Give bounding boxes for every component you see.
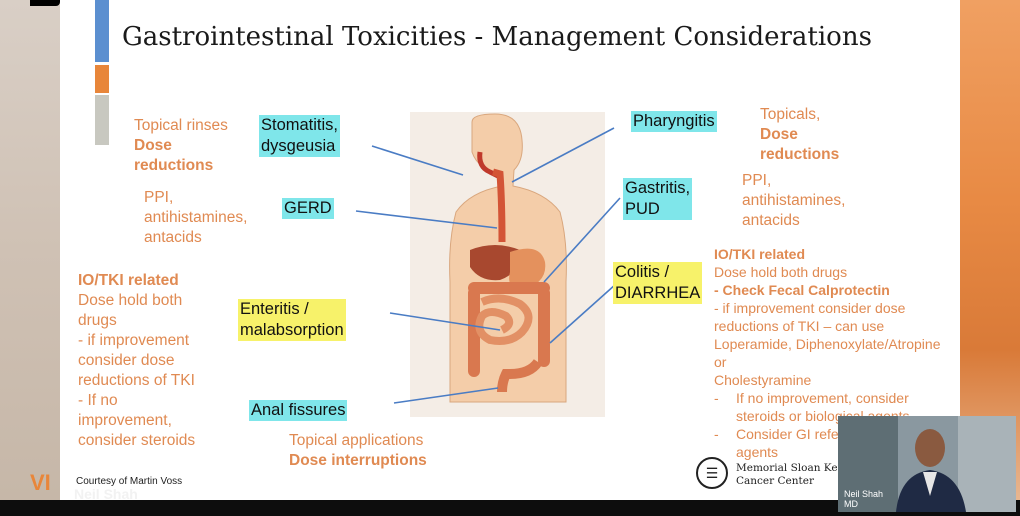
screen-share-presenter-label: Neil Shah — [74, 486, 138, 502]
ppi-right-text: PPI, antihistamines, antacids — [742, 171, 845, 231]
label-colitis-line1: Colitis / — [615, 263, 670, 281]
io-left-heading: IO/TKI related — [78, 272, 179, 289]
label-enteritis: Enteritis / malabsorption — [238, 299, 346, 341]
io-left-line: - if improvement — [78, 332, 190, 349]
label-gastritis-line2: PUD — [625, 200, 660, 218]
io-left-line: Dose hold both — [78, 292, 183, 309]
io-right-line: Loperamide, Diphenoxylate/Atropine — [714, 336, 941, 352]
io-right-heading: IO/TKI related — [714, 246, 806, 262]
io-right-check-line: - Check Fecal Calprotectin — [714, 282, 890, 298]
topical-applications-line: Topical applications — [289, 432, 424, 449]
io-left-line: improvement, — [78, 412, 172, 429]
label-gastritis: Gastritis, PUD — [623, 178, 693, 220]
topical-applications-text: Topical applications Dose interruptions — [289, 431, 427, 471]
ppi-left-line3: antacids — [144, 229, 202, 246]
label-colitis: Colitis / DIARRHEA — [613, 262, 703, 304]
bottom-bar — [0, 500, 1020, 516]
io-left-line: - If no — [78, 392, 118, 409]
accent-bar-blue — [95, 0, 109, 62]
label-enteritis-line2: malabsorption — [240, 321, 344, 339]
courtesy-footer: Courtesy of Martin Voss — [76, 476, 183, 487]
label-stomatitis-line1: Stomatitis, — [261, 116, 339, 134]
slide-title: Gastrointestinal Toxicities - Management… — [122, 22, 872, 52]
ppi-left-line2: antihistamines, — [144, 209, 248, 226]
topicals-text: Topicals, Dose reductions — [760, 105, 839, 165]
window-corner — [30, 0, 60, 6]
label-gerd: GERD — [282, 198, 334, 219]
ppi-left-line1: PPI, — [144, 189, 174, 206]
gi-anatomy-illustration — [410, 112, 605, 417]
topicals-line: Topicals, — [760, 106, 821, 123]
bullet-text: agents — [736, 444, 779, 460]
io-right-bullet: - If no improvement, consider — [714, 389, 940, 407]
background-left — [0, 0, 60, 500]
ppi-left-text: PPI, antihistamines, antacids — [144, 188, 247, 248]
connector-lines — [355, 127, 621, 404]
io-right-line: reductions of TKI – can use — [714, 318, 885, 334]
accent-bar-gray — [95, 95, 109, 145]
bullet-dash — [714, 407, 736, 425]
dose-interruptions-line: Dose interruptions — [289, 452, 427, 469]
dose-reductions-line2: reductions — [134, 157, 214, 174]
io-right-line: or — [714, 354, 727, 370]
video-participant-name: Neil Shah MD — [844, 489, 883, 509]
io-right-line: Cholestyramine — [714, 372, 812, 388]
label-stomatitis-line2: dysgeusia — [261, 137, 336, 155]
io-right-bullet: agents — [714, 443, 940, 461]
io-tki-left-text: IO/TKI related Dose hold both drugs - if… — [78, 271, 195, 451]
accent-bar-orange — [95, 65, 109, 93]
label-pharyngitis: Pharyngitis — [631, 111, 717, 132]
io-left-line: consider steroids — [78, 432, 196, 449]
video-sub-line: MD — [844, 499, 858, 509]
brand-mark: VI — [30, 470, 51, 495]
msk-logo-icon: ☰ — [696, 457, 728, 489]
bullet-dash: - — [714, 390, 719, 406]
dose-reductions2-line2: reductions — [760, 146, 840, 163]
io-left-line: consider dose — [78, 352, 175, 369]
topical-rinses-line: Topical rinses — [134, 117, 228, 134]
topical-rinses-text: Topical rinses Dose reductions — [134, 116, 228, 176]
ppi-right-line2: antihistamines, — [742, 192, 846, 209]
label-anal-fissures: Anal fissures — [249, 400, 348, 421]
dose-reductions-line1: Dose — [134, 137, 172, 154]
bullet-dash: - — [714, 426, 719, 442]
label-enteritis-line1: Enteritis / — [240, 300, 309, 318]
bullet-text: If no improvement, consider — [736, 390, 909, 406]
presenter-video-tile[interactable]: Neil Shah MD — [838, 416, 1016, 512]
io-left-line: drugs — [78, 312, 117, 329]
ppi-right-line3: antacids — [742, 212, 800, 229]
io-left-line: reductions of TKI — [78, 372, 195, 389]
presenter-video-feed — [838, 416, 1016, 512]
presentation-slide: Gastrointestinal Toxicities - Management… — [60, 0, 960, 500]
msk-text-line2: Cancer Center — [736, 475, 814, 487]
dose-reductions2-line1: Dose — [760, 126, 798, 143]
ppi-right-line1: PPI, — [742, 172, 772, 189]
video-name-line: Neil Shah — [844, 489, 884, 499]
label-gastritis-line1: Gastritis, — [625, 179, 691, 197]
label-colitis-line2: DIARRHEA — [615, 284, 701, 302]
io-right-line: Dose hold both drugs — [714, 264, 848, 280]
io-right-line: - if improvement consider dose — [714, 300, 906, 316]
label-stomatitis: Stomatitis, dysgeusia — [259, 115, 341, 157]
